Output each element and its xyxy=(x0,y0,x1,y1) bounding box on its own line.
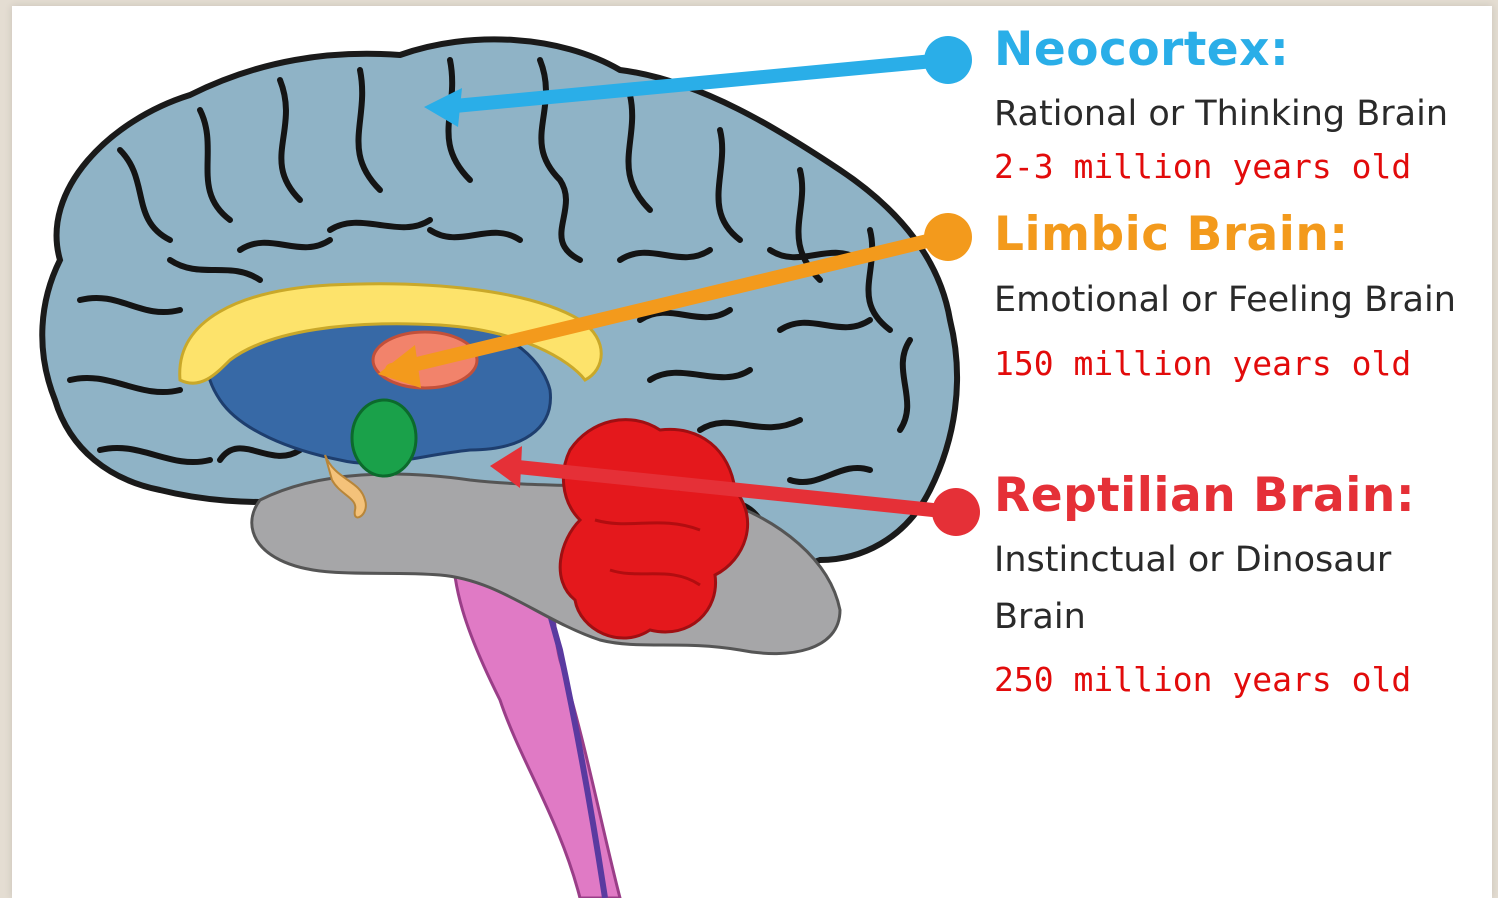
neocortex-age: 2-3 million years old xyxy=(994,147,1411,186)
reptilian-title: Reptilian Brain: xyxy=(994,468,1415,523)
reptilian-description-line1: Instinctual or Dinosaur xyxy=(994,540,1391,580)
limbic-description: Emotional or Feeling Brain xyxy=(994,280,1456,320)
neocortex-title: Neocortex: xyxy=(994,22,1289,77)
limbic-title: Limbic Brain: xyxy=(994,207,1349,262)
amygdala xyxy=(352,400,416,476)
neocortex-description: Rational or Thinking Brain xyxy=(994,94,1448,134)
reptilian-description-line2: Brain xyxy=(994,597,1086,637)
reptilian-age: 250 million years old xyxy=(994,660,1411,699)
limbic-age: 150 million years old xyxy=(994,344,1411,383)
